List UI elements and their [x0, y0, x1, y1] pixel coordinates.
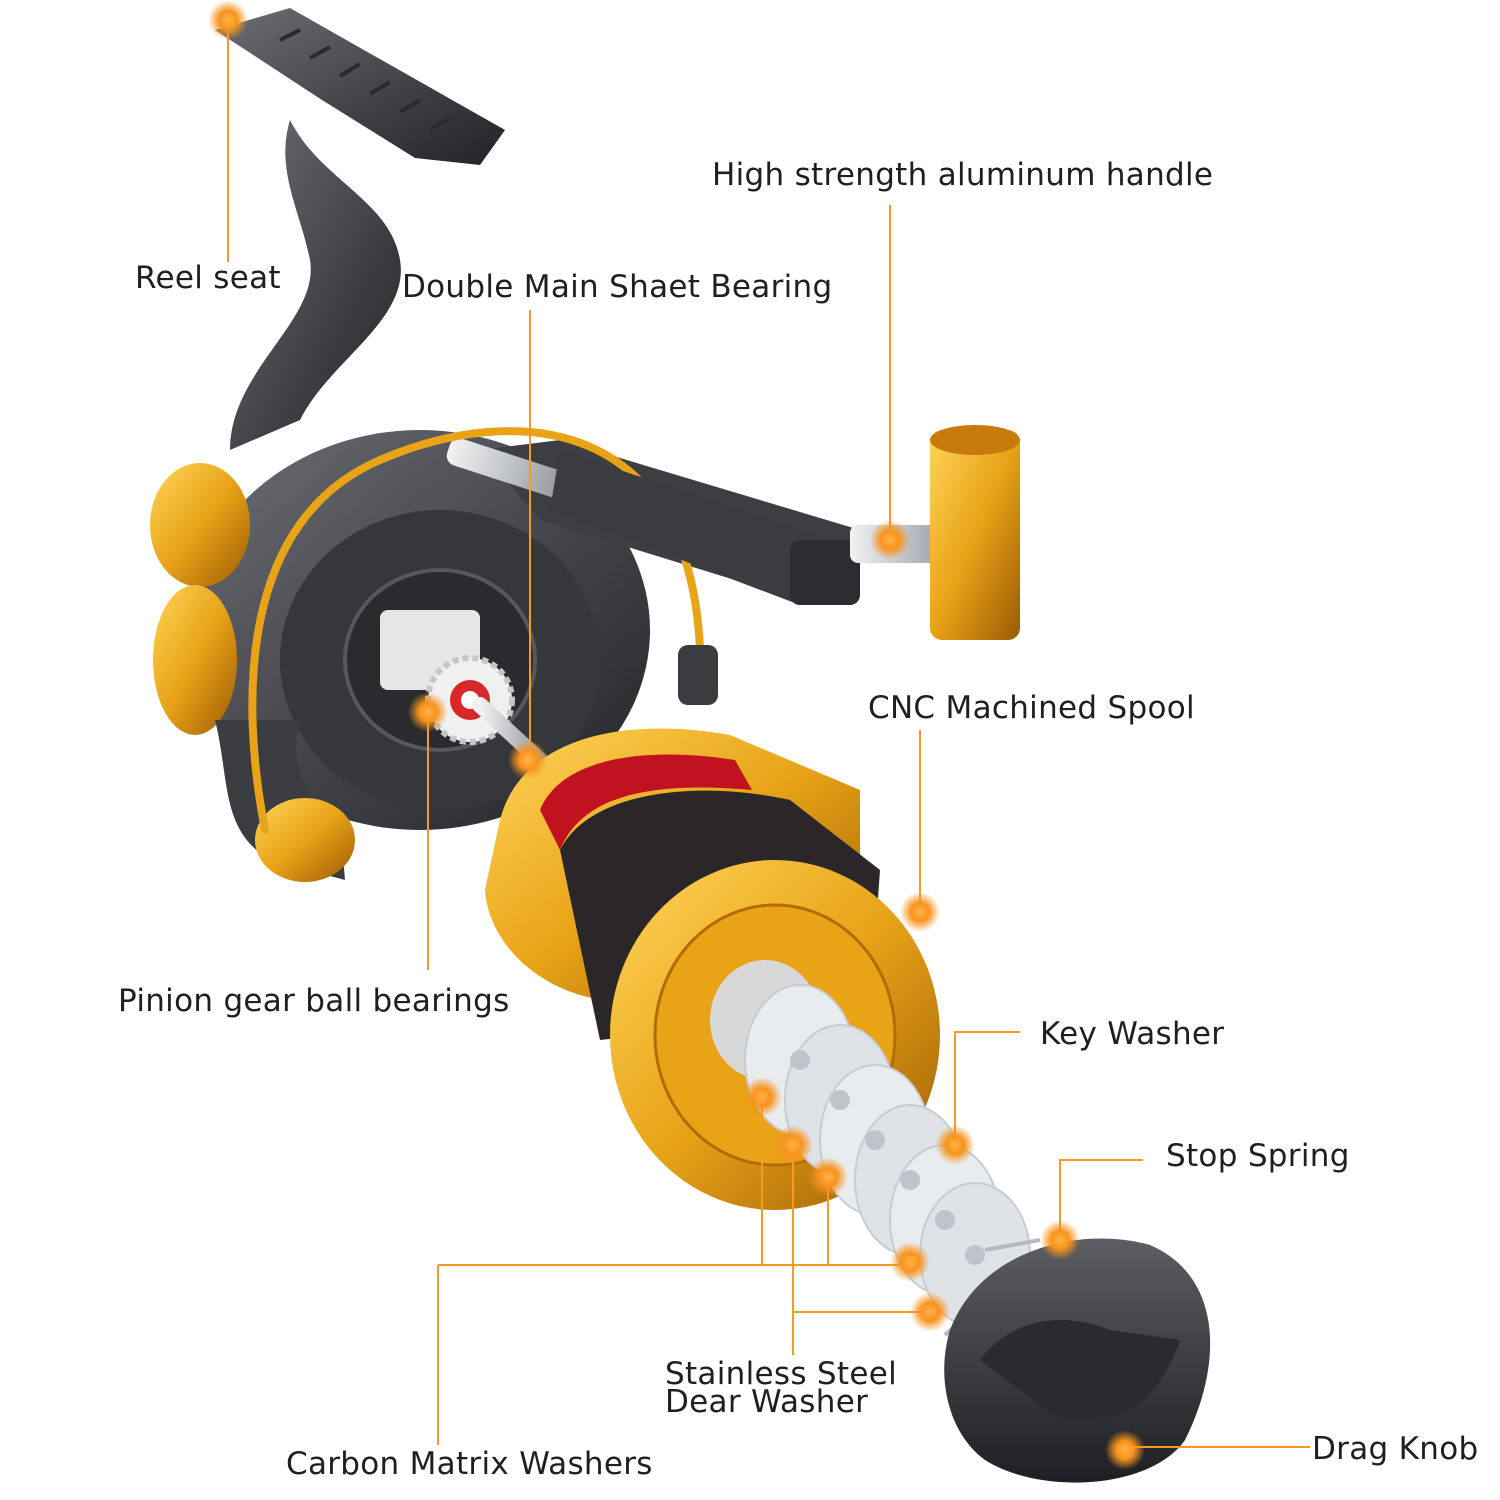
washer-stack [744, 984, 1041, 1337]
drag-knob-grip [980, 1320, 1180, 1422]
dot-main-shaft-bearing [508, 740, 548, 780]
leader-lines [227, 20, 1310, 1448]
dot-reel-seat [208, 0, 248, 40]
dot-cnc-spool [900, 892, 940, 932]
dot-carbon-washer-1 [742, 1077, 782, 1117]
dot-stop-spring [1040, 1220, 1080, 1260]
label-stainless-steel-line2: Dear Washer [665, 1384, 869, 1420]
reel-stem [230, 120, 401, 450]
drag-knob [944, 1238, 1211, 1483]
bail-clip [678, 645, 718, 705]
dot-carbon-washer-3 [890, 1242, 930, 1282]
dot-aluminum-handle [870, 520, 910, 560]
handle-knob-top [930, 425, 1020, 455]
reel-shaft-silver [446, 438, 574, 500]
label-cnc-spool: CNC Machined Spool [868, 690, 1195, 726]
label-double-main-shaft-bearing: Double Main Shaet Bearing [402, 269, 833, 305]
side-knob-upper [150, 463, 250, 587]
handle-arm [550, 450, 860, 605]
handle-arm-end [790, 540, 860, 605]
handle-knob [930, 430, 1020, 640]
dot-key-washer [935, 1125, 975, 1165]
dot-steel-washer-2 [910, 1292, 950, 1332]
dot-drag-knob [1105, 1430, 1145, 1470]
label-drag-knob: Drag Knob [1312, 1431, 1479, 1467]
callout-dots [208, 0, 1145, 1470]
dot-steel-washer-1 [773, 1125, 813, 1165]
leader-steel-washer [792, 1145, 930, 1355]
spool-red-band [540, 754, 752, 850]
reel-seat-grooves [279, 28, 452, 132]
dot-pinion-gear [408, 692, 448, 732]
side-knob-lower [153, 585, 237, 735]
reel-seat-foot [215, 8, 505, 165]
leader-stop-spring [1059, 1159, 1143, 1240]
label-key-washer: Key Washer [1040, 1016, 1225, 1052]
label-pinion-gear: Pinion gear ball bearings [118, 983, 510, 1019]
label-stop-spring: Stop Spring [1166, 1138, 1350, 1174]
label-stainless-steel-washer: Stainless Steel Dear Washer [665, 1356, 898, 1420]
leader-carbon-washers [437, 1097, 910, 1445]
label-carbon-washers: Carbon Matrix Washers [286, 1446, 653, 1482]
label-stainless-steel-line1: Stainless Steel [665, 1356, 898, 1392]
label-reel-seat: Reel seat [135, 260, 281, 296]
line-roller [255, 798, 355, 882]
label-aluminum-handle: High strength aluminum handle [712, 157, 1214, 193]
dot-carbon-washer-2 [808, 1157, 848, 1197]
leader-key-washer [954, 1031, 1020, 1145]
